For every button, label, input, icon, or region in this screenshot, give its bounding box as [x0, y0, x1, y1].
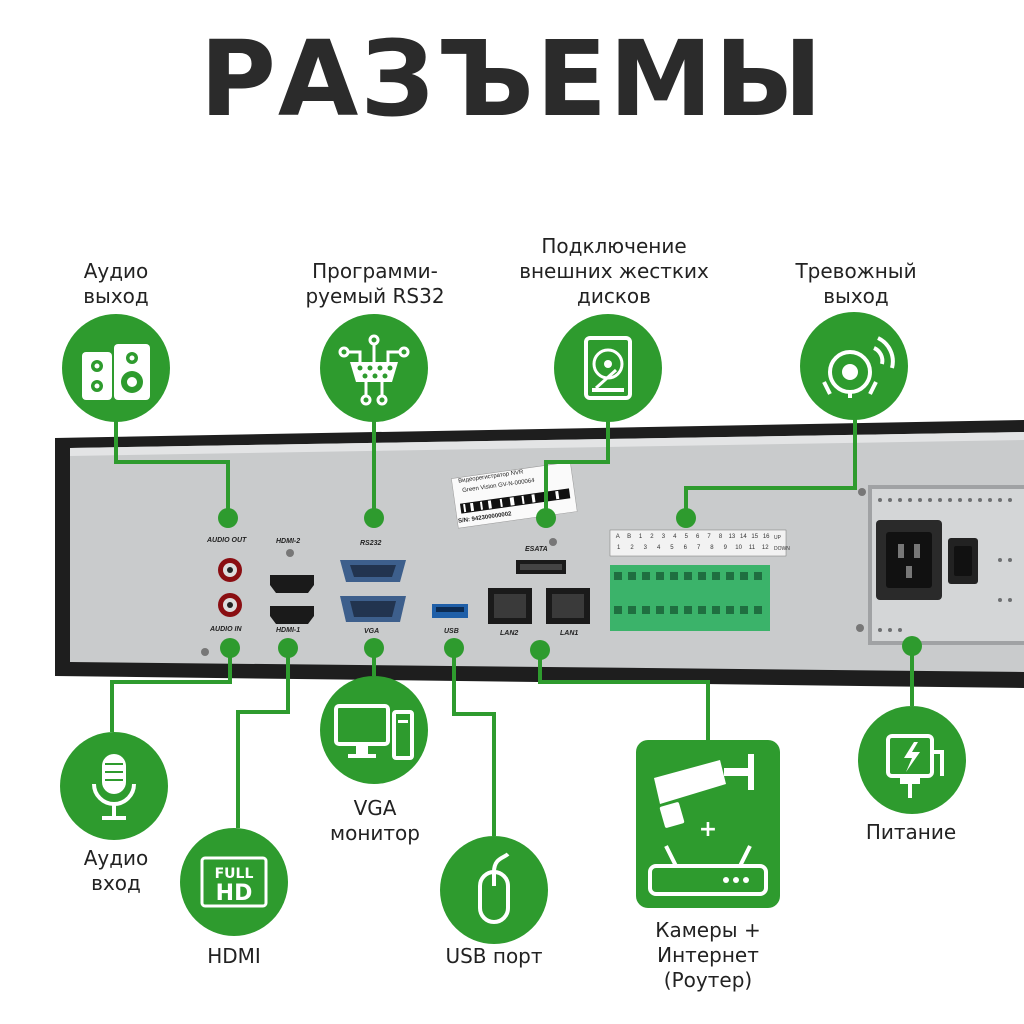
full-hd-icon: FULL HD [180, 828, 288, 936]
rs232-port-label: RS232 [360, 540, 382, 547]
lan2-port-label: LAN2 [500, 630, 519, 637]
terminal-bottom-label-7: 8 [710, 545, 714, 551]
terminal-top-label-7: 6 [695, 534, 700, 540]
terminal-bottom-label-9: 10 [735, 545, 742, 551]
label-lan: Камеры + Интернет (Роутер) [655, 918, 761, 992]
label-vga: VGA монитор [330, 796, 420, 845]
hdmi1-port-label: HDMI-1 [276, 627, 301, 634]
svg-text:FULL: FULL [215, 866, 254, 882]
label-alarm-out: Тревожный выход [795, 259, 917, 308]
terminal-top-label-13: 16 [762, 534, 770, 540]
label-hdmi: HDMI [207, 944, 261, 968]
mouse-icon [440, 836, 548, 944]
terminal-side-label-0: UP [774, 535, 781, 541]
alarm-terminal-block [609, 529, 787, 631]
audio-in-port-label: AUDIO IN [210, 626, 242, 633]
lan1-port-label: LAN1 [560, 630, 579, 637]
svg-text:+: + [699, 817, 717, 842]
terminal-bottom-label-8: 9 [723, 545, 727, 551]
hdmi-ports [270, 575, 314, 624]
serial-port-icon [320, 314, 428, 422]
label-power: Питание [865, 820, 957, 844]
terminal-side-label-1: DOWN [774, 546, 790, 552]
hard-drive-icon [554, 314, 662, 422]
usb-port-label: USB [444, 628, 459, 635]
terminal-bottom-label-2: 3 [643, 545, 647, 551]
terminal-top-label-6: 5 [684, 534, 688, 540]
label-audio-in: Аудио вход [83, 846, 149, 895]
terminal-top-label-8: 7 [707, 534, 711, 540]
terminal-top-label-12: 15 [751, 534, 759, 540]
terminal-top-label-0: A [615, 534, 620, 540]
terminal-bottom-label-1: 2 [630, 545, 634, 551]
terminal-bottom-label-3: 4 [656, 545, 661, 551]
terminal-top-label-11: 14 [740, 534, 747, 540]
terminal-bottom-label-5: 6 [683, 545, 687, 551]
page-title: РАЗЪЕМЫ [199, 18, 825, 140]
terminal-bottom-label-4: 5 [670, 545, 674, 551]
label-esata: Подключение внешних жестких дисков [519, 234, 709, 308]
lan-ports [488, 588, 590, 624]
audio-out-port-label: AUDIO OUT [207, 537, 247, 544]
terminal-top-label-2: 1 [638, 534, 643, 540]
terminal-top-label-5: 4 [673, 534, 677, 540]
camera-router-icon: + [636, 740, 780, 908]
alarm-bell-icon [800, 312, 908, 420]
terminal-bottom-label-11: 12 [761, 545, 769, 551]
terminal-top-label-9: 8 [718, 534, 723, 540]
terminal-bottom-label-10: 11 [748, 545, 756, 551]
terminal-bottom-label-0: 1 [616, 545, 621, 551]
vga-port-label: VGA [364, 628, 380, 635]
terminal-top-label-3: 2 [650, 534, 654, 540]
power-socket [876, 520, 978, 600]
microphone-icon [60, 732, 168, 840]
esata-port-label: ESATA [525, 546, 548, 553]
power-plug-icon [858, 706, 966, 814]
label-rs232: Программи- руемый RS32 [305, 259, 445, 308]
svg-text:HD: HD [216, 881, 253, 906]
terminal-top-label-1: B [627, 534, 632, 540]
terminal-top-label-4: 3 [661, 534, 666, 540]
audio-jacks [218, 558, 242, 617]
label-audio-out: Аудио выход [83, 259, 149, 308]
terminal-top-label-10: 13 [728, 534, 736, 540]
hdmi2-port-label: HDMI-2 [276, 538, 301, 545]
label-usb: USB порт [445, 944, 543, 968]
speakers-icon [62, 314, 170, 422]
terminal-bottom-label-6: 7 [696, 545, 701, 551]
monitor-icon [320, 676, 428, 784]
rs232-vga-ports [340, 560, 406, 622]
terminal-side-labels: UP DOWN [774, 533, 790, 555]
